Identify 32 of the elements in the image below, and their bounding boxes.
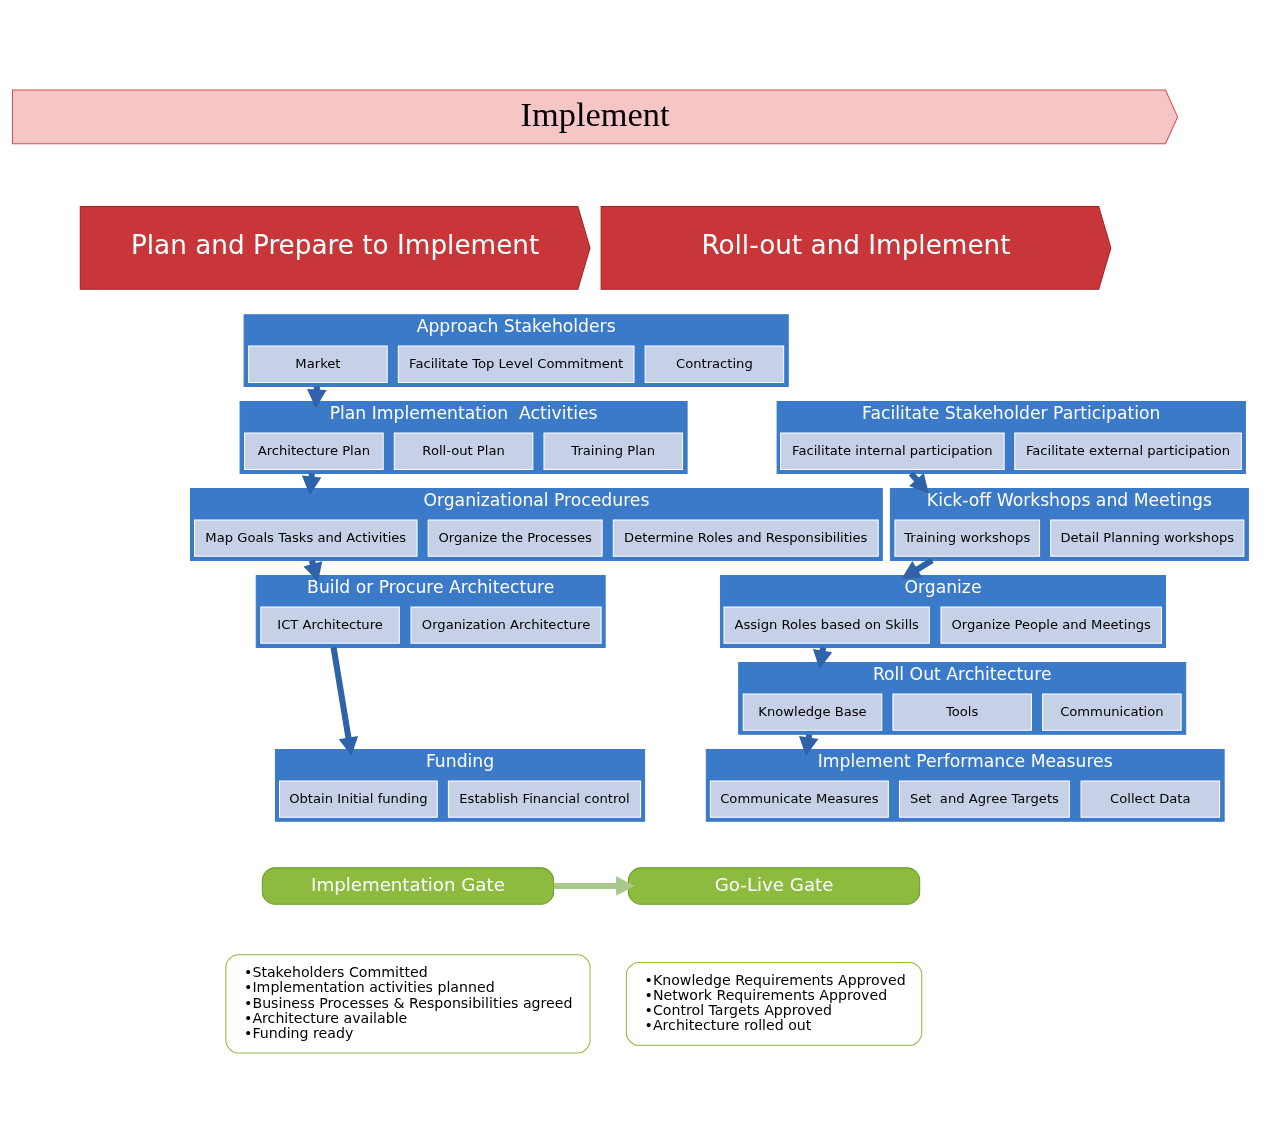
arrow bbox=[901, 557, 934, 579]
node-box: Facilitate Top Level Commitment bbox=[397, 345, 635, 383]
node-box: Roll-out Plan bbox=[393, 432, 534, 470]
node-box: Tools bbox=[892, 693, 1032, 731]
node-box: ICT Architecture bbox=[260, 606, 400, 644]
node-box: Obtain Initial funding bbox=[279, 780, 438, 818]
node-box: Collect Data bbox=[1080, 780, 1221, 818]
node-box: Set and Agree Targets bbox=[898, 780, 1070, 818]
node-box: Facilitate external participation bbox=[1014, 432, 1242, 470]
node-box: Contracting bbox=[644, 345, 785, 383]
node-box: •Stakeholders Committed •Implementation activities planned •Business Processes & Responsibilities agreed •Architecture available •Funding ready bbox=[225, 954, 591, 1054]
node-box: Organize People and Meetings bbox=[940, 606, 1162, 644]
node-box: Go-Live Gate bbox=[627, 867, 921, 905]
node-box: Assign Roles based on Skills bbox=[723, 606, 930, 644]
node-box: Training workshops bbox=[894, 519, 1041, 557]
node-box: Communication bbox=[1042, 693, 1182, 731]
node-box: Architecture Plan bbox=[244, 432, 384, 470]
arrow bbox=[553, 876, 635, 896]
node-box: Organize the Processes bbox=[427, 519, 603, 557]
node-box: Organization Architecture bbox=[410, 606, 602, 644]
arrow bbox=[330, 646, 359, 756]
node-box: Training Plan bbox=[543, 432, 684, 470]
node-box: Market bbox=[248, 345, 388, 383]
node-box: Establish Financial control bbox=[447, 780, 642, 818]
node-box: Knowledge Base bbox=[742, 693, 883, 731]
node-box: Communicate Measures bbox=[709, 780, 889, 818]
node-box: Facilitate internal participation bbox=[780, 432, 1005, 470]
node-box: Map Goals Tasks and Activities bbox=[194, 519, 418, 557]
node-box: •Knowledge Requirements Approved •Network Requirements Approved •Control Targets Approved •Architecture rolled out bbox=[625, 961, 923, 1046]
node-box: Determine Roles and Responsibilities bbox=[612, 519, 879, 557]
node-box: Implementation Gate bbox=[261, 867, 555, 905]
node-box: Detail Planning workshops bbox=[1050, 519, 1245, 557]
